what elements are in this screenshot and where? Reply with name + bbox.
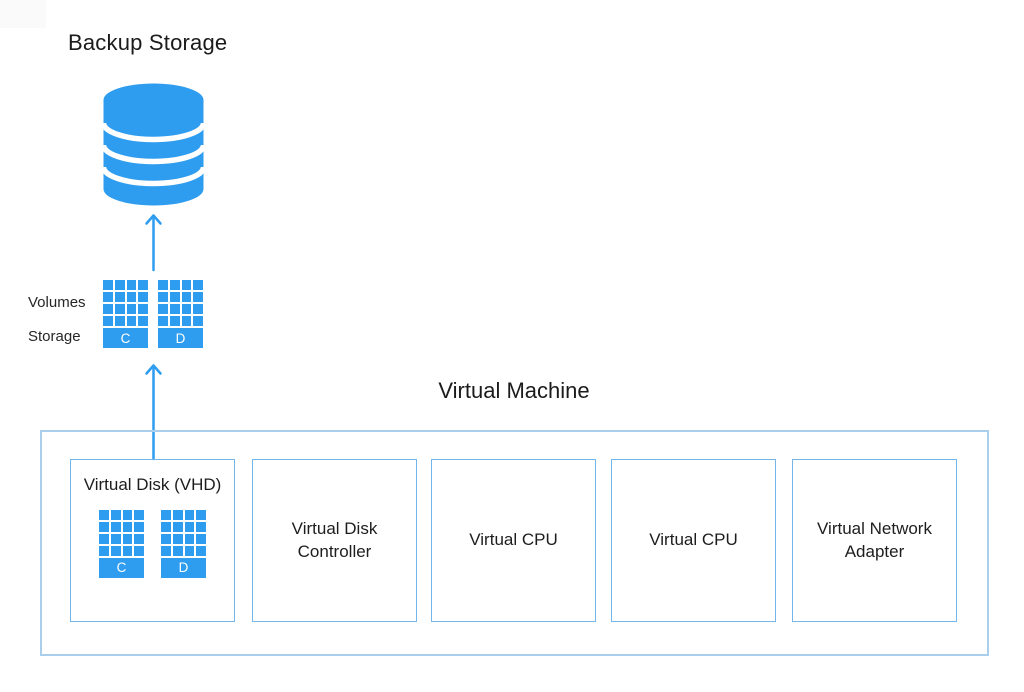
volumes-label: Volumes — [28, 294, 86, 311]
backup-storage-title: Backup Storage — [68, 30, 228, 55]
component-title: Virtual Disk Controller — [291, 518, 378, 561]
component-virtual-disk-vhd: Virtual Disk (VHD) C D — [70, 459, 235, 622]
storage-label: Storage — [28, 328, 81, 345]
volume-d-label: D — [158, 328, 203, 348]
component-title: Virtual CPU — [649, 530, 738, 550]
vhd-d-label: D — [161, 557, 206, 578]
component-virtual-cpu-2: Virtual CPU — [611, 459, 776, 622]
vhd-volume-d: D — [161, 509, 206, 578]
component-title: Virtual Disk (VHD) — [83, 475, 222, 494]
arrow-volumes-to-backup-icon — [145, 214, 162, 272]
corner-shade — [0, 0, 46, 28]
disk-blocks-grid-icon — [103, 280, 148, 326]
component-title: Virtual CPU — [469, 530, 558, 550]
storage-volume-c: C — [103, 280, 148, 348]
vhd-disks: C D — [99, 509, 206, 578]
component-virtual-network-adapter: Virtual Network Adapter — [792, 459, 957, 622]
disk-blocks-grid-icon — [161, 509, 206, 556]
vhd-volume-c: C — [99, 509, 144, 578]
vhd-c-label: C — [99, 557, 144, 578]
component-virtual-disk-controller: Virtual Disk Controller — [252, 459, 417, 622]
database-icon — [103, 83, 204, 206]
virtual-machine-title: Virtual Machine — [438, 378, 590, 403]
disk-blocks-grid-icon — [99, 509, 144, 556]
component-virtual-cpu-1: Virtual CPU — [431, 459, 596, 622]
virtual-machine-box: Virtual Disk (VHD) C D Virtual Disk Cont… — [40, 430, 989, 656]
disk-blocks-grid-icon — [158, 280, 203, 326]
volume-c-label: C — [103, 328, 148, 348]
component-title: Virtual Network Adapter — [817, 518, 932, 561]
storage-volume-d: D — [158, 280, 203, 348]
